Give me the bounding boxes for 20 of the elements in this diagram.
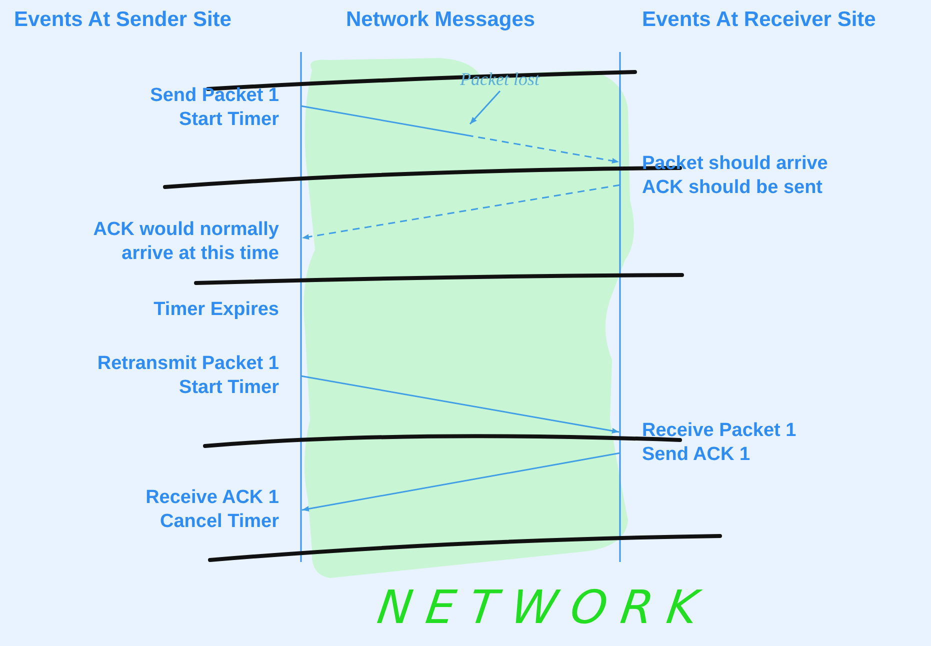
event-text: Start Timer (178, 376, 279, 399)
column-heading: Network Messages (346, 8, 536, 32)
event-text: ACK would normally arrive at this time (92, 218, 279, 265)
column-heading: Events At Sender Site (14, 8, 232, 32)
arrow (302, 184, 620, 240)
arrow (300, 375, 620, 434)
event-text: Start Timer (178, 108, 279, 131)
column-heading: Events At Receiver Site (642, 8, 876, 32)
arrow (300, 105, 620, 164)
event-text: ACK should be sent (642, 176, 824, 199)
event-text: Retransmit Packet 1 (96, 352, 279, 376)
event-text: Timer Expires (152, 298, 279, 322)
event-text: Cancel Timer (159, 510, 279, 533)
event-text: Receive ACK 1 (144, 486, 279, 510)
handwritten-label: NETWORK (374, 580, 716, 634)
leader-line (469, 90, 501, 124)
event-text: Send ACK 1 (642, 442, 752, 466)
arrow (302, 452, 620, 512)
event-text: Receive Packet 1 (642, 419, 798, 442)
event-text: Send Packet 1 (149, 84, 279, 108)
